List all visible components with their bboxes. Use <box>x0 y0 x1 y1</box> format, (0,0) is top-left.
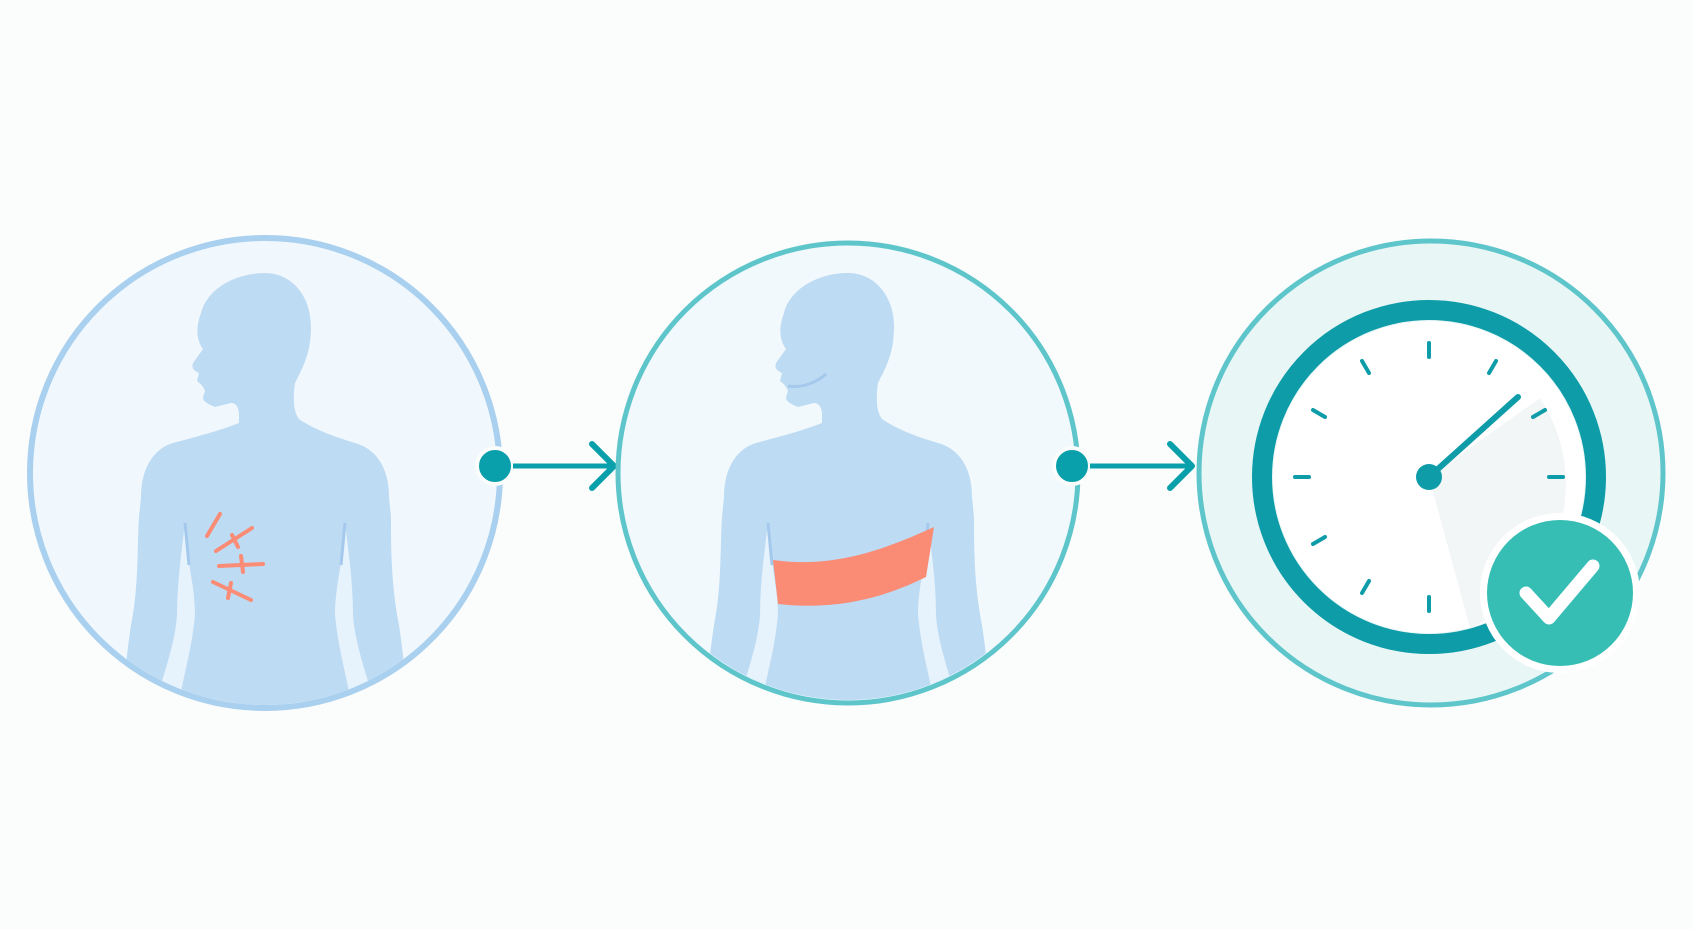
clock-center <box>1416 464 1442 490</box>
chin-line <box>787 372 828 388</box>
clock-ticks <box>1293 341 1565 613</box>
step-recovery <box>1196 238 1666 708</box>
step-bandage <box>615 240 1081 706</box>
step-injury <box>27 235 503 711</box>
arrow-right-icon <box>589 441 617 491</box>
arrow-right-icon <box>1167 441 1195 491</box>
checkmark-badge-icon <box>1480 513 1640 673</box>
connector-arrow-1 <box>475 441 617 491</box>
clock-hand <box>1426 394 1521 480</box>
rib-fracture-marks-icon <box>205 512 265 602</box>
connector-dot <box>1052 446 1092 486</box>
connector-arrow-2 <box>1052 441 1195 491</box>
connector-dot <box>475 446 515 486</box>
chest-binder-icon <box>773 527 934 606</box>
